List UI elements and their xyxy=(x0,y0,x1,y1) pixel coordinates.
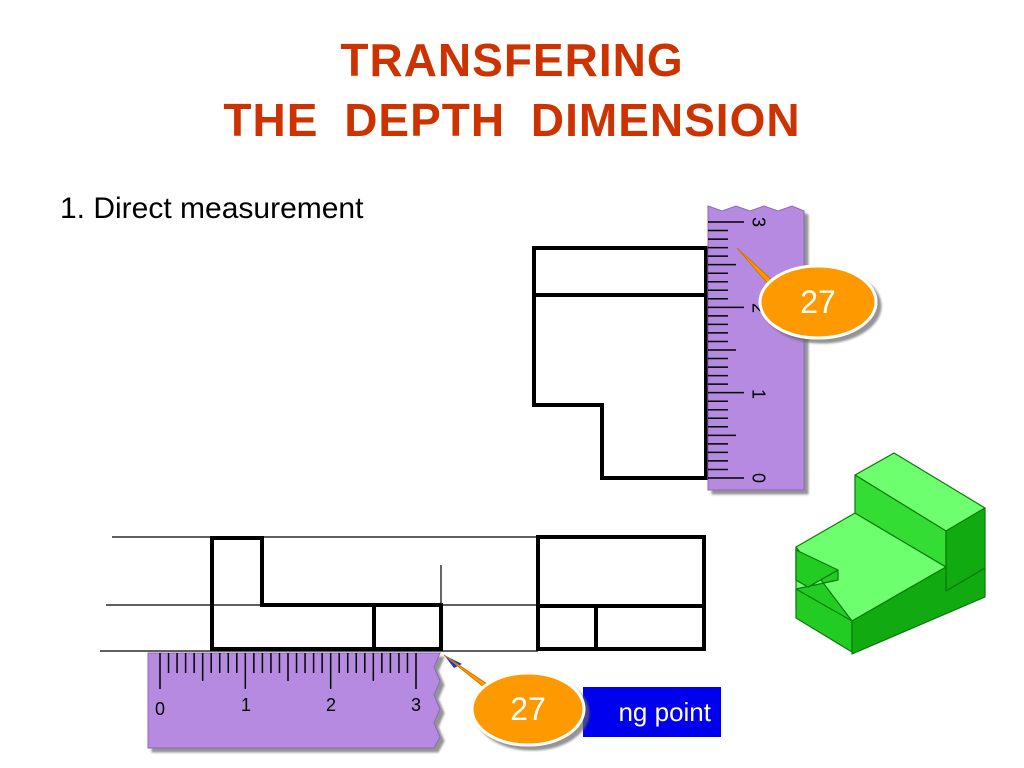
front-view xyxy=(210,536,443,651)
side-view xyxy=(536,535,706,651)
projection-lines xyxy=(100,536,538,652)
horizontal-scale-body xyxy=(147,652,441,749)
vertical-scale: 3 2 1 0 xyxy=(707,205,805,491)
solid-right-face-low xyxy=(851,566,986,655)
horizontal-scale-label-1: 1 xyxy=(241,695,251,715)
side-view-outline xyxy=(536,535,706,651)
isometric-solid xyxy=(795,452,986,655)
vertical-scale-body xyxy=(707,205,805,491)
horizontal-scale-label-2: 2 xyxy=(326,695,336,715)
front-view-outline xyxy=(210,536,443,651)
step-label: 1. Direct measurement xyxy=(60,192,364,225)
solid-notch-face xyxy=(795,549,839,588)
horizontal-scale-label-3: 3 xyxy=(411,695,421,715)
vertical-scale-label-1: 1 xyxy=(748,389,768,399)
vertical-scale-label-3: 3 xyxy=(748,217,768,227)
horizontal-scale-label-0: 0 xyxy=(155,699,165,719)
title-line-1: TRANSFERING xyxy=(340,34,684,86)
vertical-scale-label-2: 2 xyxy=(748,303,768,313)
reference-arrow xyxy=(444,655,462,668)
vertical-callout-bubble xyxy=(758,264,878,340)
vertical-callout: 27 xyxy=(736,247,878,340)
horizontal-scale: 0 1 2 3 xyxy=(147,652,441,749)
vertical-callout-text: 27 xyxy=(800,284,836,320)
top-view-outline xyxy=(532,246,708,480)
title-line-2: THE DEPTH DIMENSION xyxy=(223,94,801,146)
top-view xyxy=(532,246,708,480)
reference-point-label: ng point xyxy=(583,687,721,737)
vertical-scale-label-0: 0 xyxy=(748,473,768,483)
